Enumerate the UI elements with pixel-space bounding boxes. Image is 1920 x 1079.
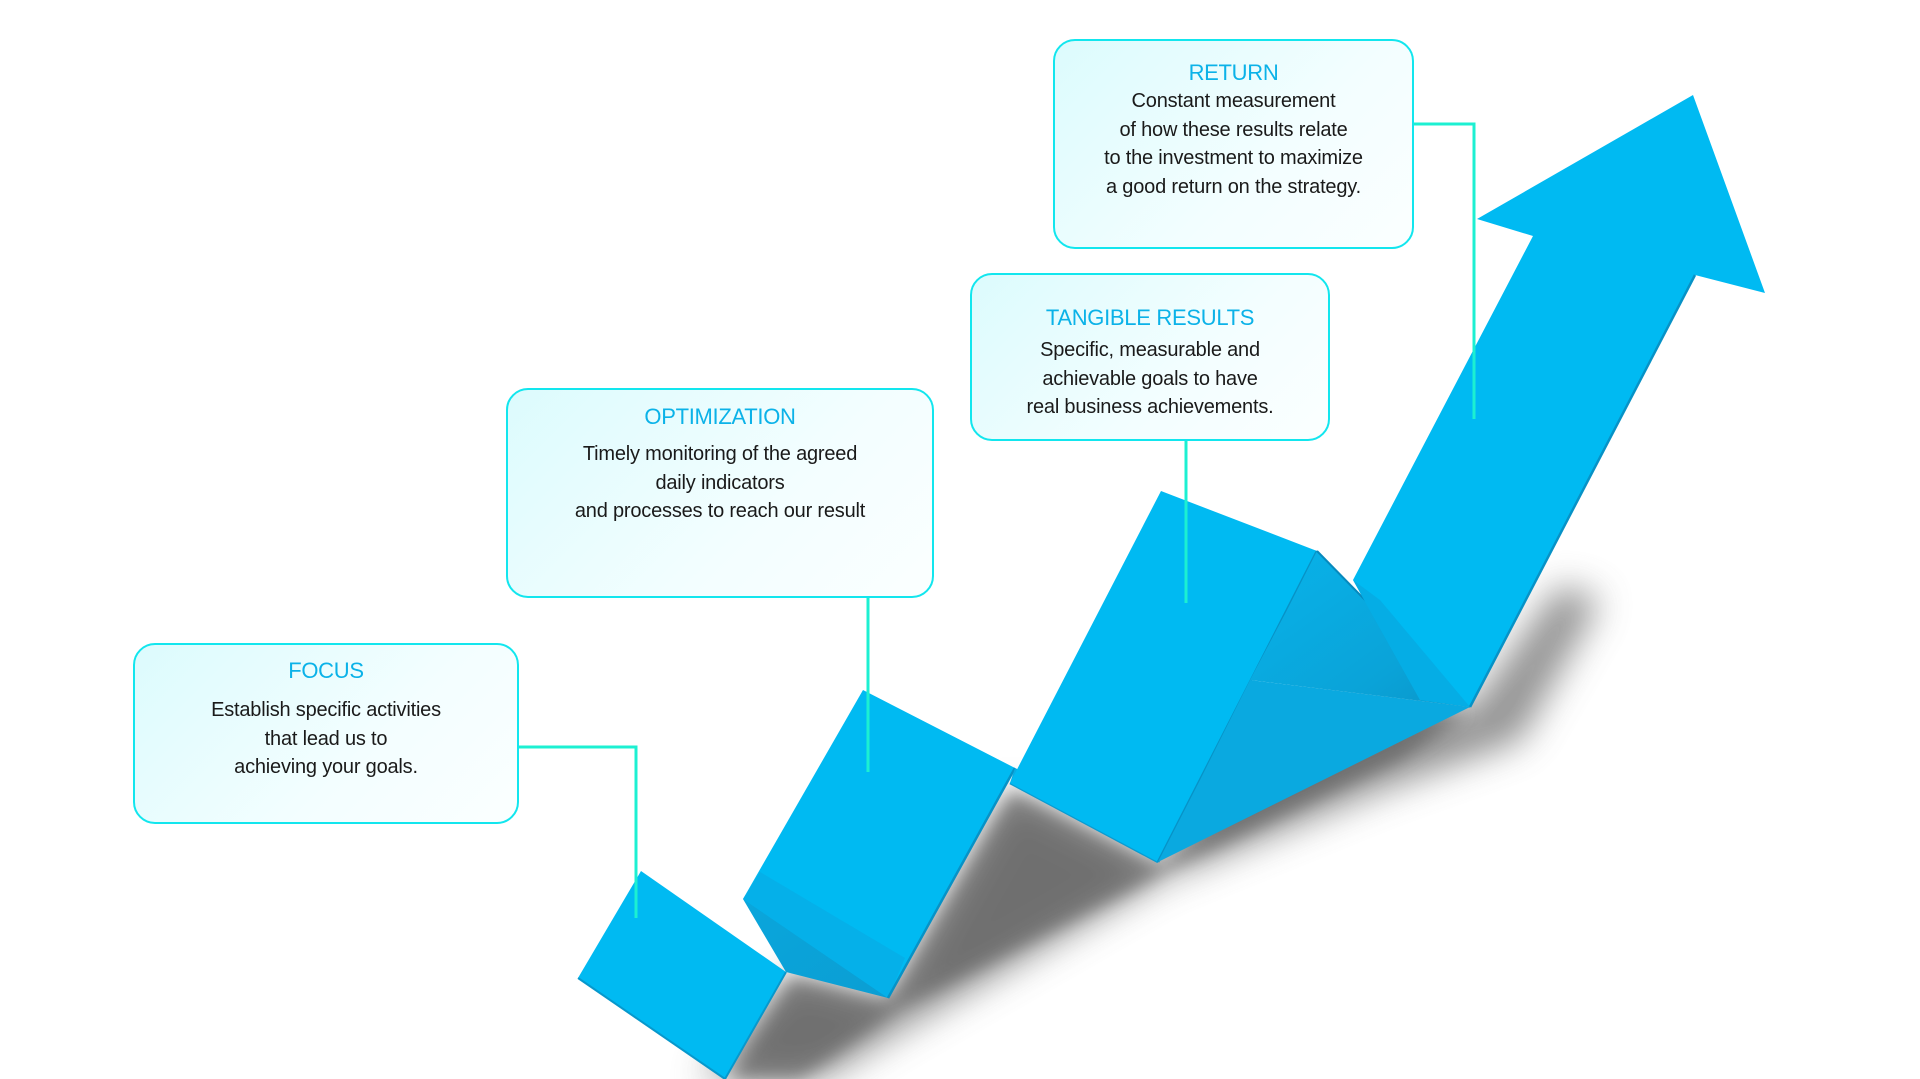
step-card-focus: FOCUS Establish specific activities that…: [133, 643, 519, 824]
step-title: TANGIBLE RESULTS: [1045, 305, 1255, 330]
description-line: Establish specific activities: [211, 699, 441, 721]
step-description: Timely monitoring of the agreed daily in…: [508, 440, 932, 526]
arrow-segment-4-edge: [1468, 274, 1697, 708]
step-description: Establish specific activities that lead …: [135, 696, 517, 782]
description-line: Specific, measurable and: [1040, 339, 1260, 361]
arrow-shadow-core: [730, 712, 1468, 1079]
step-title: OPTIMIZATION: [644, 404, 796, 429]
description-line: achievable goals to have: [1042, 367, 1258, 390]
arrow-segment-2-crease: [743, 872, 905, 998]
step-card-return: RETURN Constant measurement of how these…: [1053, 39, 1414, 249]
arrow-segment-4-head: [1353, 95, 1765, 707]
description-line: Constant measurement: [1131, 90, 1336, 112]
description-line: real business achievements.: [1026, 396, 1274, 418]
description-line: of how these results relate: [1119, 118, 1348, 141]
arrow-segment-3: [1010, 491, 1317, 862]
description-line: to the investment to maximize: [1104, 147, 1363, 169]
arrow-segment-4-fold-shade: [1353, 580, 1470, 707]
step-description: Specific, measurable and achievable goal…: [972, 336, 1328, 422]
description-line: and processes to reach our result: [574, 500, 866, 522]
arrow-fold-3-lower: [1158, 680, 1470, 862]
step-card-optimization: OPTIMIZATION Timely monitoring of the ag…: [506, 388, 934, 598]
connector-return: [1414, 122, 1476, 419]
description-line: that lead us to: [264, 727, 388, 750]
arrow-segment-1-edge: [577, 971, 787, 1079]
arrow-segment-2-edge: [886, 767, 1017, 999]
description-line: Timely monitoring of the agreed: [582, 443, 858, 465]
description-line: a good return on the strategy.: [1106, 175, 1361, 198]
connector-focus: [519, 745, 638, 918]
step-card-tangible-results: TANGIBLE RESULTS Specific, measurable an…: [970, 273, 1330, 441]
step-title: RETURN: [1188, 60, 1279, 85]
description-line: achieving your goals.: [234, 756, 418, 778]
step-title: FOCUS: [288, 658, 364, 683]
arrow-segment-1: [578, 871, 786, 1079]
step-description: Constant measurement of how these result…: [1055, 87, 1412, 201]
description-line: daily indicators: [655, 471, 785, 494]
